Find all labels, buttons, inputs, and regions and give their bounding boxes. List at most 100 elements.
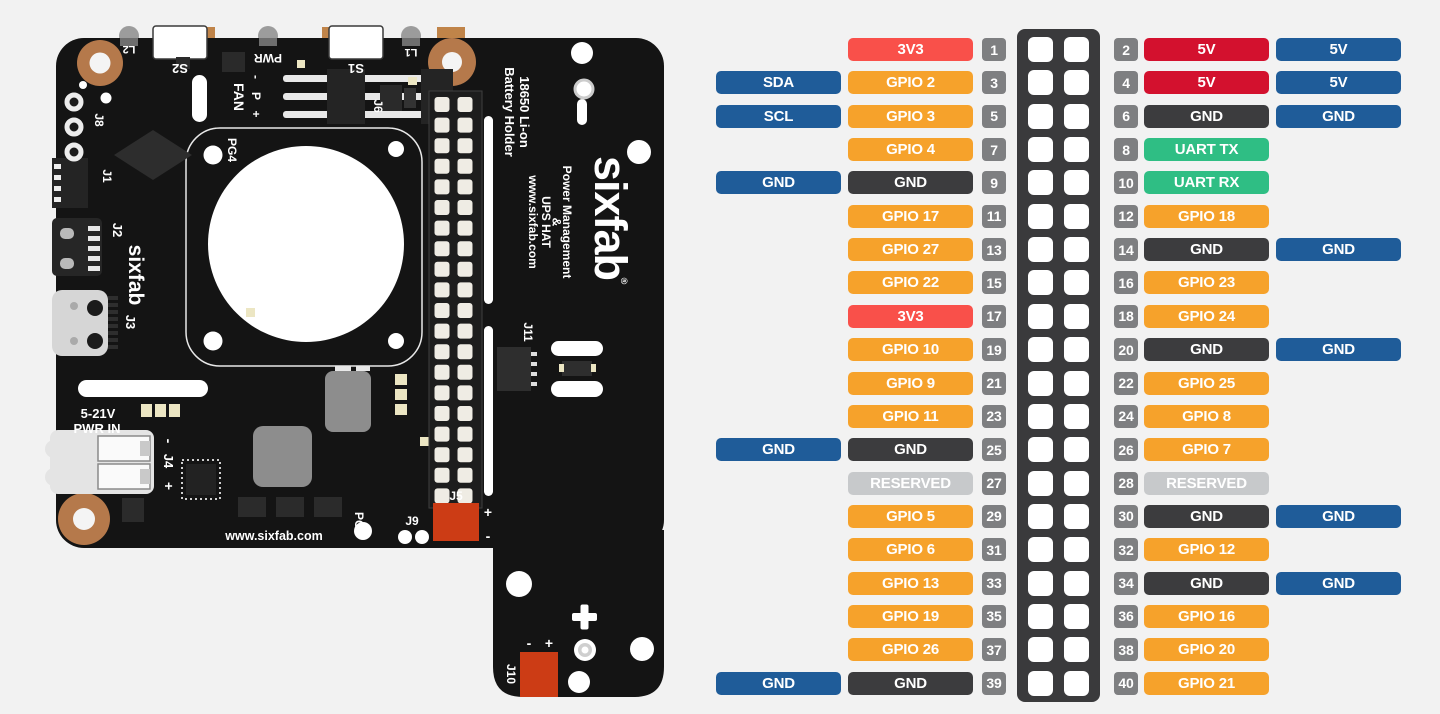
extra-label-pin-9: GND bbox=[716, 171, 841, 195]
label-j6: J6 bbox=[371, 99, 385, 113]
pin-number-40: 40 bbox=[1114, 671, 1138, 695]
header-hole-row20-col1 bbox=[1028, 670, 1053, 696]
board-pad-row12-col1 bbox=[434, 323, 450, 339]
pin-number-30: 30 bbox=[1114, 504, 1138, 528]
label-pin-2: 5V bbox=[1144, 38, 1269, 61]
header-hole-row3-col1 bbox=[1028, 103, 1053, 129]
board-pad-row16-col2 bbox=[457, 406, 473, 421]
label-pin-1: 3V3 bbox=[848, 38, 973, 61]
label-j4-plus: + bbox=[161, 482, 177, 490]
pin-number-33: 33 bbox=[982, 571, 1006, 595]
label-pwr: PWR bbox=[254, 51, 282, 65]
registered-mark: ® bbox=[619, 278, 629, 285]
pin-number-7: 7 bbox=[982, 138, 1006, 162]
pin-number-18: 18 bbox=[1114, 304, 1138, 328]
header-hole-row5-col1 bbox=[1028, 170, 1053, 196]
header-hole-row14-col1 bbox=[1028, 470, 1053, 496]
label-pwr-in-1: 5-21V bbox=[81, 406, 116, 421]
label-pin-39: GND bbox=[848, 671, 973, 695]
board-pad-row7-col2 bbox=[457, 220, 473, 236]
header-hole-row16-col2 bbox=[1064, 537, 1089, 563]
pin-number-29: 29 bbox=[982, 504, 1006, 528]
header-hole-row10-col2 bbox=[1064, 337, 1089, 363]
board-pad-row18-col2 bbox=[457, 447, 473, 463]
board-pad-row20-col2 bbox=[457, 488, 473, 504]
pin-number-12: 12 bbox=[1114, 204, 1138, 228]
board-pad-row11-col2 bbox=[457, 303, 473, 318]
board-pad-row8-col2 bbox=[457, 241, 473, 257]
header-hole-row12-col1 bbox=[1028, 403, 1053, 429]
header-hole-row9-col1 bbox=[1028, 303, 1053, 329]
header-hole-row7-col1 bbox=[1028, 237, 1053, 263]
header-hole-row19-col1 bbox=[1028, 637, 1053, 663]
label-j1: J1 bbox=[100, 169, 114, 183]
board-pad-row6-col2 bbox=[457, 200, 473, 215]
board-pad-row2-col1 bbox=[434, 117, 450, 133]
board-pad-row6-col1 bbox=[434, 200, 450, 215]
board-pad-row4-col1 bbox=[434, 158, 450, 174]
header-hole-row12-col2 bbox=[1064, 403, 1089, 429]
sixfab-logo-small: sixfab bbox=[124, 245, 147, 306]
label-pin-28: RESERVED bbox=[1144, 471, 1269, 495]
pin-number-14: 14 bbox=[1114, 238, 1138, 262]
label-pin-3: GPIO 2 bbox=[848, 71, 973, 95]
extra-label-pin-4: 5V bbox=[1276, 71, 1401, 95]
label-battery-1: 18650 Li-on bbox=[517, 76, 532, 148]
board-pad-row5-col2 bbox=[457, 179, 473, 195]
pin-number-3: 3 bbox=[982, 71, 1006, 95]
extra-label-pin-5: SCL bbox=[716, 104, 841, 128]
pin-number-6: 6 bbox=[1114, 104, 1138, 128]
label-pin-33: GPIO 13 bbox=[848, 571, 973, 595]
label-pin-32: GPIO 12 bbox=[1144, 538, 1269, 562]
label-pin-10: UART RX bbox=[1144, 171, 1269, 195]
label-j10: J10 bbox=[504, 664, 518, 684]
label-pin-4: 5V bbox=[1144, 71, 1269, 95]
header-hole-row17-col1 bbox=[1028, 570, 1053, 596]
board-pad-row10-col1 bbox=[434, 282, 450, 298]
pin-number-16: 16 bbox=[1114, 271, 1138, 295]
pin-number-27: 27 bbox=[982, 471, 1006, 495]
pin-number-37: 37 bbox=[982, 638, 1006, 662]
button-s1 bbox=[328, 25, 384, 60]
label-title-1: Power Management bbox=[560, 166, 574, 279]
extra-label-pin-20: GND bbox=[1276, 338, 1401, 362]
header-hole-row6-col2 bbox=[1064, 203, 1089, 229]
white-slots bbox=[78, 75, 587, 496]
pin-number-38: 38 bbox=[1114, 638, 1138, 662]
pin-number-24: 24 bbox=[1114, 404, 1138, 428]
pcb-board-illustration: L2 S2 PWR S1 L1 FAN - P + J8 J1 J6 J2 J3… bbox=[0, 0, 700, 714]
pin-number-35: 35 bbox=[982, 604, 1006, 628]
label-title-2: & bbox=[550, 218, 564, 227]
header-hole-row4-col1 bbox=[1028, 137, 1053, 163]
board-pad-row9-col1 bbox=[434, 261, 450, 277]
label-j3: J3 bbox=[123, 315, 138, 329]
pin-number-39: 39 bbox=[982, 671, 1006, 695]
pin-number-1: 1 bbox=[982, 38, 1006, 61]
label-j5-plus: + bbox=[484, 504, 492, 520]
label-pin-9: GND bbox=[848, 171, 973, 195]
extra-label-pin-3: SDA bbox=[716, 71, 841, 95]
label-pin-22: GPIO 25 bbox=[1144, 371, 1269, 395]
label-pin-6: GND bbox=[1144, 104, 1269, 128]
board-pad-row3-col2 bbox=[457, 138, 473, 154]
board-pad-row20-col1 bbox=[434, 488, 450, 504]
label-pin-35: GPIO 19 bbox=[848, 604, 973, 628]
header-hole-row3-col2 bbox=[1064, 103, 1089, 129]
plus-mark bbox=[572, 604, 597, 630]
label-fan-minus: - bbox=[249, 75, 263, 79]
pin-number-13: 13 bbox=[982, 238, 1006, 262]
label-pin-21: GPIO 9 bbox=[848, 371, 973, 395]
pin-number-34: 34 bbox=[1114, 571, 1138, 595]
header-hole-row14-col2 bbox=[1064, 470, 1089, 496]
led-pwr-body bbox=[259, 38, 277, 46]
header-hole-row16-col1 bbox=[1028, 537, 1053, 563]
label-s1: S1 bbox=[348, 61, 364, 76]
led-l1-body bbox=[402, 38, 420, 46]
pin-number-31: 31 bbox=[982, 538, 1006, 562]
pin-number-4: 4 bbox=[1114, 71, 1138, 95]
label-pwr-in-2: PWR IN bbox=[74, 421, 121, 436]
label-j5: J5 bbox=[449, 489, 463, 503]
label-pin-13: GPIO 27 bbox=[848, 238, 973, 262]
label-j10-plus: + bbox=[545, 635, 553, 651]
